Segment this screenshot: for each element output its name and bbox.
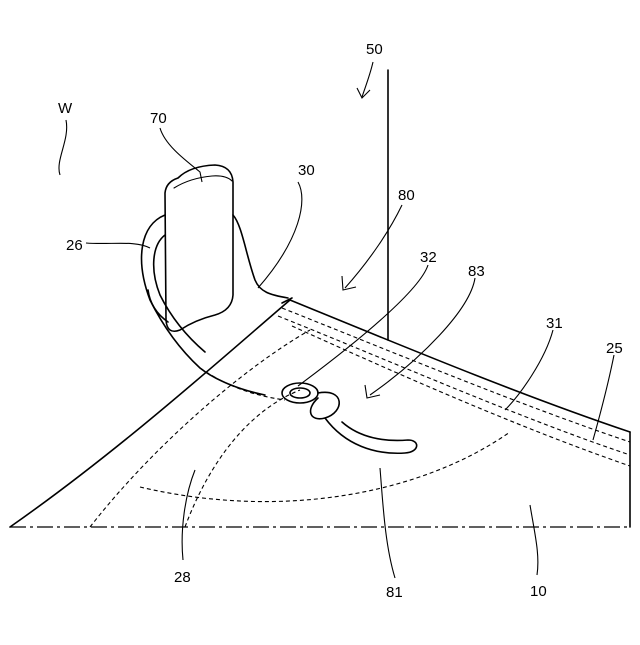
- inner-curve-left: [90, 330, 310, 527]
- leader-10: [530, 505, 538, 575]
- label-31: 31: [546, 315, 563, 332]
- label-83: 83: [468, 263, 485, 280]
- label-81: 81: [386, 584, 403, 601]
- label-30: 30: [298, 162, 315, 179]
- leader-81: [380, 468, 395, 578]
- label-26: 26: [66, 237, 83, 254]
- leader-28: [182, 470, 195, 560]
- leader-30: [258, 182, 302, 288]
- groove-line-1: [282, 308, 630, 442]
- mirror-housing: [165, 165, 233, 331]
- panel-left-edge: [10, 300, 290, 527]
- mirror-stay-inner: [154, 235, 205, 352]
- label-32: 32: [420, 249, 437, 266]
- label-80: 80: [398, 187, 415, 204]
- label-10: 10: [530, 583, 547, 600]
- leader-80: [345, 205, 402, 288]
- groove-line-2: [278, 316, 630, 455]
- fastening-ring-outer: [282, 383, 318, 403]
- leader-32: [298, 265, 428, 386]
- label-50: 50: [366, 41, 383, 58]
- groove-line-3: [292, 326, 630, 466]
- leader-70: [160, 128, 202, 182]
- cable-loop: [311, 392, 340, 418]
- stay-hidden-path: [200, 368, 285, 400]
- leader-31: [505, 330, 553, 410]
- leader-25: [593, 355, 614, 440]
- inner-curve-bottom: [140, 432, 510, 502]
- mirror-stay-outer: [142, 215, 265, 395]
- label-25: 25: [606, 340, 623, 357]
- cable-81: [325, 418, 417, 453]
- leader-83: [370, 278, 475, 395]
- leader-83-head: [365, 385, 380, 398]
- label-w: W: [58, 100, 73, 117]
- mirror-housing-top-face: [174, 176, 232, 188]
- inner-curve-middle: [185, 390, 300, 527]
- leader-w: [59, 120, 67, 175]
- label-70: 70: [150, 110, 167, 127]
- leader-26: [86, 243, 150, 248]
- panel-top-edge: [290, 300, 630, 432]
- label-28: 28: [174, 569, 191, 586]
- mirror-stay-base: [148, 290, 168, 322]
